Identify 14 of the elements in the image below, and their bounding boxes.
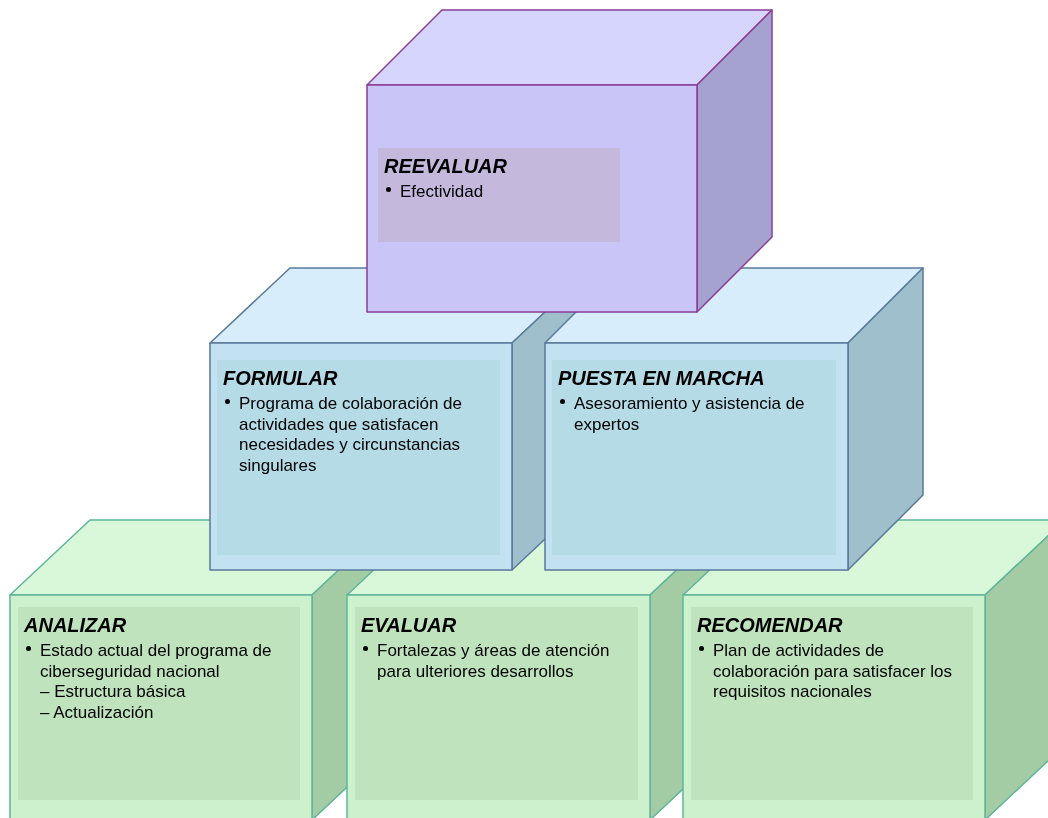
bullet-item: Estado actual del programa de ciberseguridad nacional: [24, 641, 294, 683]
cube-heading: ANALIZAR: [24, 613, 128, 637]
cube-heading: RECOMENDAR: [697, 613, 844, 637]
cube-heading: REEVALUAR: [384, 154, 508, 178]
cube-heading: PUESTA EN MARCHA: [558, 366, 766, 390]
sub-item: – Actualización: [39, 703, 155, 724]
bullet-item: Programa de colaboración de actividades que satisfacen necesidades y circunstancias singulares: [223, 394, 494, 477]
cube-heading: EVALUAR: [361, 613, 458, 637]
sub-item: – Estructura básica: [39, 682, 187, 704]
bullet-item: Asesoramiento y asistencia de expertos: [558, 394, 830, 436]
bullet-item: Fortalezas y áreas de atención para ulteriores desarrollos: [361, 641, 632, 683]
bullet-item: Plan de actividades de colaboración para satisfacer los requisitos nacionales: [697, 641, 967, 704]
bullet-item: Efectividad: [384, 182, 614, 203]
cube-heading: FORMULAR: [223, 366, 339, 390]
